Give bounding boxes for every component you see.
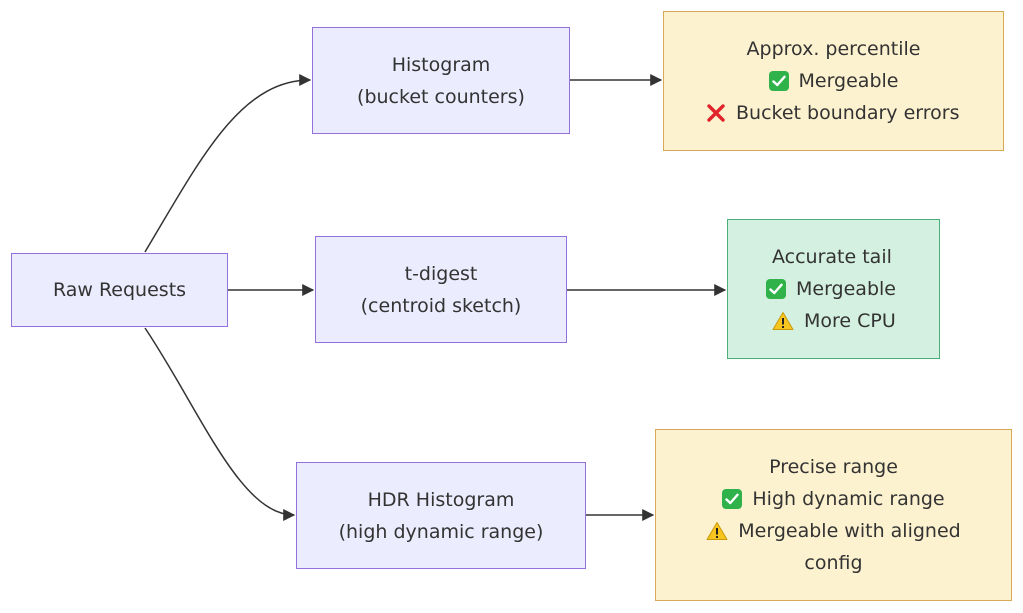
histogram-node: Histogram (bucket counters): [312, 27, 570, 134]
warning-icon: [772, 311, 794, 331]
accurate-warn-row: More CPU: [772, 305, 939, 337]
approx-con-label: Bucket boundary errors: [736, 102, 960, 124]
edge-raw-to-histogram: [144, 74, 312, 253]
accurate-warn-label: More CPU: [804, 310, 896, 332]
hdr-histogram-node: HDR Histogram (high dynamic range): [296, 462, 586, 569]
cross-mark-icon: [706, 103, 726, 123]
approx-con-row: Bucket boundary errors: [706, 97, 960, 129]
approx-percentile-title: Approx. percentile: [746, 38, 921, 60]
tdigest-title: t-digest: [404, 262, 478, 285]
tdigest-subtitle: (centroid sketch): [360, 294, 522, 317]
precise-range-title: Precise range: [769, 456, 898, 478]
tdigest-node: t-digest (centroid sketch): [315, 236, 567, 343]
warning-icon: [706, 521, 728, 541]
approx-pro-row: Mergeable: [768, 65, 899, 97]
accurate-pro-label: Mergeable: [796, 278, 896, 300]
check-mark-icon: [722, 489, 743, 509]
precise-pro-label: High dynamic range: [752, 488, 945, 510]
histogram-subtitle: (bucket counters): [357, 85, 525, 108]
check-mark-icon: [768, 71, 789, 91]
precise-warn-row: Mergeable with aligned: [706, 515, 961, 547]
edge-raw-to-hdr: [144, 327, 296, 521]
accurate-pro-row: Mergeable: [766, 273, 936, 305]
accurate-tail-title: Accurate tail: [772, 246, 892, 268]
precise-warn-label: Mergeable with aligned: [738, 520, 961, 542]
raw-requests-node: Raw Requests: [11, 253, 228, 327]
approx-pro-label: Mergeable: [798, 70, 899, 92]
raw-requests-label: Raw Requests: [52, 279, 187, 301]
histogram-title: Histogram: [391, 53, 491, 76]
precise-range-node: Precise range High dynamic range Mergeab…: [655, 429, 1012, 601]
approx-percentile-node: Approx. percentile Mergeable Bucket boun…: [663, 11, 1004, 151]
accurate-tail-node: Accurate tail Mergeable More CPU: [727, 219, 940, 359]
hdr-histogram-title: HDR Histogram: [367, 488, 515, 511]
precise-pro-row: High dynamic range: [722, 483, 945, 515]
check-mark-icon: [766, 279, 786, 299]
hdr-histogram-subtitle: (high dynamic range): [338, 520, 544, 543]
precise-warn-continuation: config: [804, 552, 863, 574]
